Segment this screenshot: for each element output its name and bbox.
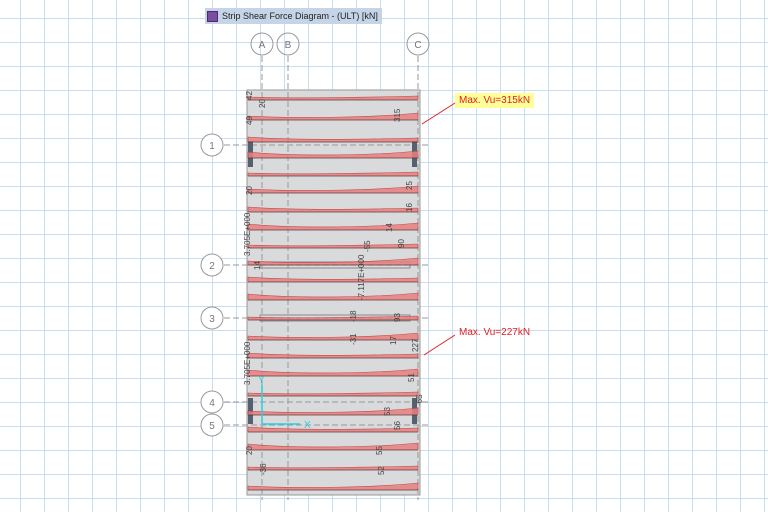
strip-diagram-icon	[207, 10, 218, 22]
value-label: 16	[405, 203, 414, 212]
shear-diagram-strip	[247, 136, 419, 143]
grid-bubble-2	[200, 253, 224, 277]
value-label: 3.705E+000	[243, 341, 252, 385]
grid-bubble-B	[276, 32, 300, 56]
grid-label-4: 4	[209, 398, 215, 409]
shear-diagram-strip	[247, 442, 419, 451]
shear-diagram-strip	[247, 292, 419, 301]
value-label: 53	[383, 407, 392, 416]
grid-label-A: A	[259, 40, 266, 51]
value-label: 3.705E+000	[243, 212, 252, 256]
value-label: 25	[405, 181, 414, 190]
value-label: 20	[258, 99, 267, 108]
value-label: -65	[415, 394, 424, 406]
value-label: -7.117E+000	[357, 254, 366, 300]
shear-diagram-strip	[247, 185, 419, 194]
value-label: 315	[393, 108, 402, 122]
value-label: 42	[245, 91, 254, 100]
grid-bubble-A	[250, 32, 274, 56]
value-label: -55	[363, 240, 372, 252]
shear-diagram-strip	[247, 482, 419, 491]
shear-diagram-strip	[247, 426, 419, 433]
value-label: 49	[245, 116, 254, 125]
shear-diagram-strip	[247, 352, 419, 359]
grid-label-1: 1	[209, 141, 215, 152]
shear-diagram-strip	[247, 222, 419, 231]
grid-bubble-3	[200, 306, 224, 330]
shear-diagram-strip	[247, 171, 419, 177]
y-axis-label: Y	[258, 375, 265, 386]
window-title-bar[interactable]: Strip Shear Force Diagram - (ULT) [kN]	[205, 8, 382, 24]
grid-bubble-5	[200, 413, 224, 437]
value-label: 56	[393, 421, 402, 430]
value-label: 14	[385, 223, 394, 232]
value-label: 227	[411, 338, 420, 352]
value-label: 52	[377, 466, 386, 475]
shear-diagram-strip	[247, 368, 419, 377]
grid-label-5: 5	[209, 421, 215, 432]
value-label: -36	[259, 463, 268, 475]
grid-label-3: 3	[209, 314, 215, 325]
slab	[246, 89, 421, 496]
grid-label-C: C	[414, 40, 421, 51]
shear-diagram-strip	[247, 206, 419, 213]
shear-diagram-strip	[247, 332, 419, 341]
max-vu-callout-1: Max. Vu=315kN	[455, 93, 535, 108]
shear-diagram-strip	[247, 315, 419, 321]
shear-diagram-strip	[247, 257, 419, 266]
value-label: 90	[397, 239, 406, 248]
value-label: 55	[375, 446, 384, 455]
max-vu-callout-2: Max. Vu=227kN	[459, 327, 531, 338]
value-label: -18	[349, 310, 358, 322]
grid-bubble-C	[406, 32, 430, 56]
shear-diagram-strip	[247, 112, 419, 121]
shear-diagram-strip	[247, 95, 419, 101]
x-axis-label: X	[304, 420, 311, 431]
grid-bubble-1	[200, 133, 224, 157]
callout-arrow-1	[421, 102, 456, 125]
value-label: 14	[253, 261, 262, 270]
shear-diagram-strip	[247, 465, 419, 471]
value-label: 20	[245, 446, 254, 455]
window-title: Strip Shear Force Diagram - (ULT) [kN]	[222, 11, 378, 21]
grid-label-2: 2	[209, 261, 215, 272]
grid-label-B: B	[285, 40, 292, 51]
shear-diagram-strip	[247, 150, 419, 159]
shear-diagram-strip	[247, 243, 419, 249]
callout-arrow-2	[423, 334, 456, 356]
value-label: -31	[349, 333, 358, 345]
value-label: 17	[389, 336, 398, 345]
shear-diagram-strip	[247, 276, 419, 283]
value-label: 93	[393, 313, 402, 322]
value-label: 20	[245, 186, 254, 195]
grid-bubble-4	[200, 390, 224, 414]
value-label: 51	[407, 373, 416, 382]
